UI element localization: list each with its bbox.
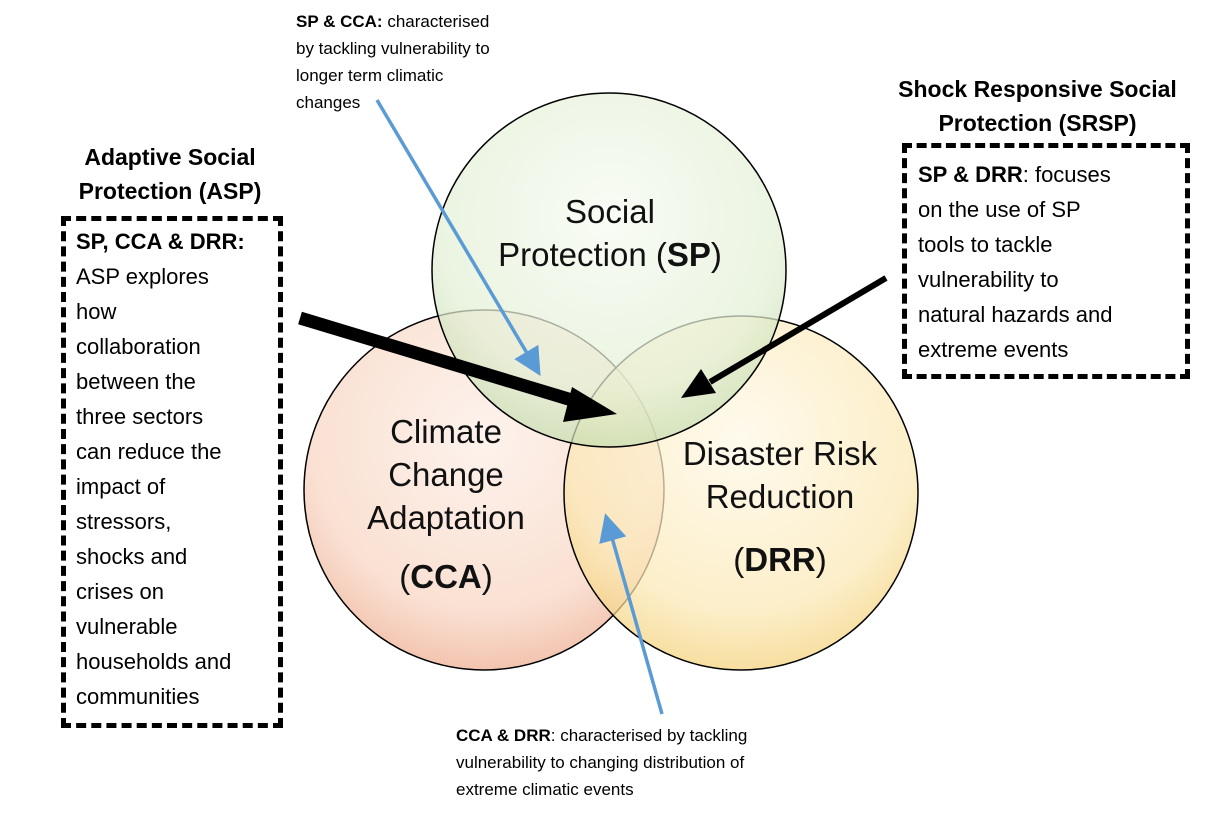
asp-box-line: ASP explores bbox=[76, 264, 209, 289]
asp-heading-line2: Protection (ASP) bbox=[78, 178, 262, 204]
asp-box bbox=[61, 216, 283, 728]
asp-heading-line1: Adaptive Social bbox=[84, 144, 256, 170]
asp-box-line: three sectors bbox=[76, 404, 204, 429]
cca-drr-note: CCA & DRR: characterised by tackling vul… bbox=[456, 722, 856, 803]
asp-box-line: impact of bbox=[76, 474, 166, 499]
srsp-heading-line1: Shock Responsive Social bbox=[898, 76, 1177, 102]
asp-box-line: shocks and bbox=[76, 544, 188, 569]
sp-cca-note: SP & CCA: characterised by tackling vuln… bbox=[296, 8, 556, 116]
asp-box-line: stressors, bbox=[76, 509, 172, 534]
srsp-arrow bbox=[681, 275, 888, 398]
sp-cca-note-line4: changes bbox=[296, 93, 361, 112]
asp-box-line: crises on bbox=[76, 579, 165, 604]
asp-heading: Adaptive Social Protection (ASP) bbox=[40, 140, 300, 208]
sp-label-line2: Protection (SP) bbox=[498, 236, 722, 273]
sp-circle-label: Social Protection (SP) bbox=[460, 190, 760, 276]
sp-cca-arrow bbox=[375, 99, 541, 377]
cca-drr-arrow bbox=[599, 513, 664, 715]
sp-label-line1: Social bbox=[565, 193, 655, 230]
srsp-box bbox=[902, 143, 1190, 379]
srsp-box-line: on the use of SP bbox=[918, 197, 1081, 222]
srsp-box-text: SP & DRR: focuses on the use of SP tools… bbox=[918, 157, 1186, 367]
asp-box-bold: SP, CCA & DRR: bbox=[76, 229, 245, 254]
cca-label-line2: Change bbox=[388, 456, 504, 493]
cca-label-line1: Climate bbox=[390, 413, 502, 450]
asp-box-line: households and bbox=[76, 649, 232, 674]
sp-cca-note-line1: SP & CCA: characterised bbox=[296, 12, 490, 31]
sp-cca-note-line2: by tackling vulnerability to bbox=[296, 39, 490, 58]
drr-label-line1: Disaster Risk bbox=[682, 435, 878, 472]
asp-box-line: collaboration bbox=[76, 334, 201, 359]
asp-box-line: how bbox=[76, 299, 117, 324]
srsp-box-line: natural hazards and bbox=[918, 302, 1113, 327]
asp-box-line: vulnerable bbox=[76, 614, 178, 639]
srsp-heading: Shock Responsive Social Protection (SRSP… bbox=[880, 72, 1195, 140]
asp-box-line: communities bbox=[76, 684, 200, 709]
asp-box-text: SP, CCA & DRR: ASP explores how collabor… bbox=[76, 224, 281, 714]
asp-arrow bbox=[298, 311, 617, 422]
drr-label-abbr: (DRR) bbox=[733, 541, 827, 578]
drr-circle-label: Disaster Risk Reduction (DRR) bbox=[640, 432, 920, 581]
sp-cca-note-line3: longer term climatic bbox=[296, 66, 444, 85]
cca-label-line3: Adaptation bbox=[367, 499, 525, 536]
cca-circle-label: Climate Change Adaptation (CCA) bbox=[316, 410, 576, 598]
asp-box-line: can reduce the bbox=[76, 439, 222, 464]
srsp-heading-line2: Protection (SRSP) bbox=[938, 110, 1137, 136]
drr-label-line2: Reduction bbox=[705, 478, 855, 515]
srsp-box-line1: SP & DRR: focuses bbox=[918, 162, 1111, 187]
asp-box-line: between the bbox=[76, 369, 196, 394]
srsp-box-line: tools to tackle bbox=[918, 232, 1053, 257]
srsp-box-line: vulnerability to bbox=[918, 267, 1059, 292]
cca-label-abbr: (CCA) bbox=[399, 558, 493, 595]
cca-drr-note-line1: CCA & DRR: characterised by tackling bbox=[456, 726, 748, 745]
cca-drr-note-line3: extreme climatic events bbox=[456, 780, 634, 799]
srsp-box-line: extreme events bbox=[918, 337, 1069, 362]
cca-drr-note-line2: vulnerability to changing distribution o… bbox=[456, 753, 745, 772]
